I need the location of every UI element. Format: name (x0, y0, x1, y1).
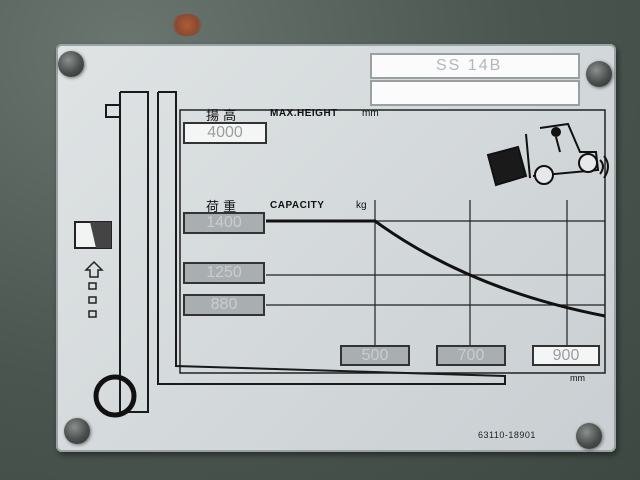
capacity-label-jp: 荷 重 (206, 200, 237, 215)
capacity-value: 880 (183, 294, 265, 316)
max-height-unit: mm (362, 108, 379, 119)
mast-diagram (105, 91, 506, 413)
bolt-icon (586, 61, 612, 87)
wheel-icon (93, 374, 137, 418)
capacity-value: 1250 (183, 262, 265, 284)
model-number-field: SS 14B (370, 53, 580, 79)
blank-field (370, 80, 580, 106)
small-squares (88, 282, 97, 318)
capacity-value: 1400 (183, 212, 265, 234)
load-center-value: 700 (436, 345, 506, 366)
load-box-icon (74, 221, 112, 249)
load-center-value: 500 (340, 345, 410, 366)
max-height-label-jp: 揚 高 (206, 109, 237, 124)
capacity-unit: kg (356, 200, 367, 211)
load-center-value: 900 (532, 345, 600, 366)
bolt-icon (576, 423, 602, 449)
part-number: 63110-18901 (478, 430, 536, 440)
forklift-icon (486, 122, 609, 187)
rust-spot (170, 14, 204, 36)
capacity-curve (266, 219, 606, 318)
bolt-icon (64, 418, 90, 444)
load-center-unit: mm (570, 373, 585, 383)
max-height-label: MAX.HEIGHT (270, 108, 338, 119)
max-height-value: 4000 (183, 122, 267, 144)
capacity-label: CAPACITY (270, 200, 325, 211)
up-arrow-icon (84, 260, 104, 278)
bolt-icon (58, 51, 84, 77)
